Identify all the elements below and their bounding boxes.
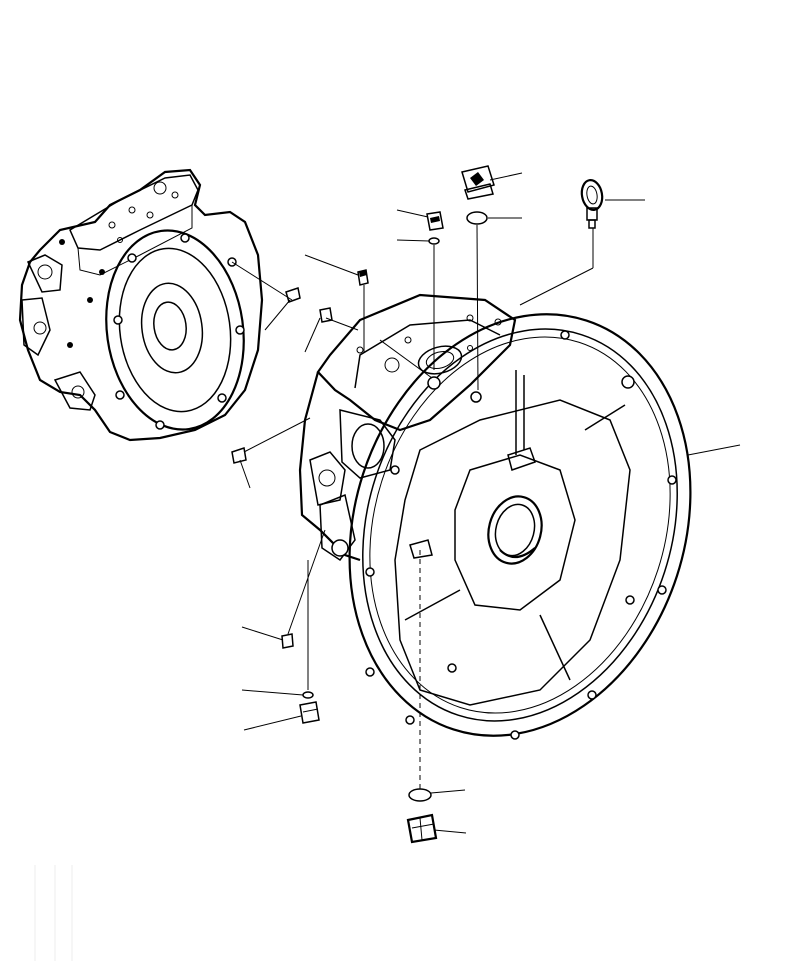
o-ring-left: [303, 692, 313, 698]
bolt-1: [358, 270, 368, 285]
bolt-5: [282, 634, 293, 648]
hex-plug-top: [427, 212, 443, 230]
flange-bolt-holes: [366, 331, 676, 739]
pump-assembly: [20, 170, 262, 440]
o-ring-small: [429, 238, 439, 244]
pump-housing: [297, 270, 744, 790]
bolt-2: [286, 288, 300, 302]
eye-bolt: [580, 178, 605, 228]
scan-artifact: [35, 865, 72, 961]
bolt-4: [232, 448, 246, 463]
breather-plug: [462, 166, 494, 199]
o-ring-top: [467, 212, 487, 224]
o-ring-bottom: [409, 789, 431, 801]
leader-lines: [232, 173, 740, 833]
drain-plug: [408, 815, 436, 842]
hex-plug-left: [300, 702, 319, 723]
